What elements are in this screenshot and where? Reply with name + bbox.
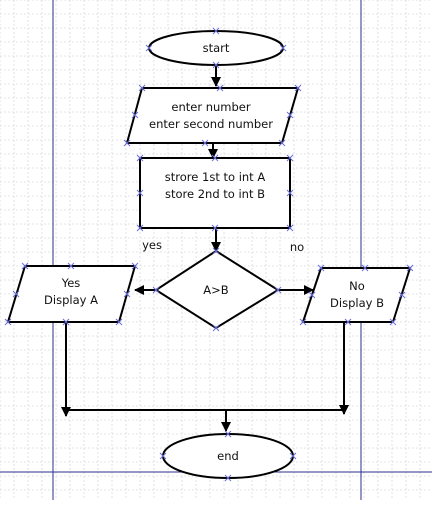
input-node[interactable]: enter number enter second number (125, 87, 300, 144)
no-output-node[interactable]: No Display B (301, 267, 412, 323)
anchor-mark (159, 452, 167, 460)
anchor-mark (286, 224, 294, 232)
no-output-label-line1: No (349, 279, 365, 293)
anchor-mark (286, 111, 294, 119)
anchor-marks (4, 27, 414, 482)
no-output-label-line2: Display B (330, 296, 384, 310)
decision-label: A>B (203, 283, 229, 297)
store-process-shape[interactable] (139, 157, 291, 229)
anchor-mark (138, 84, 146, 92)
yes-output-label-line2: Display A (44, 293, 98, 307)
anchor-mark (4, 318, 12, 326)
anchor-mark (131, 262, 139, 270)
anchor-mark (136, 224, 144, 232)
anchor-mark (406, 264, 414, 272)
anchor-mark (398, 291, 406, 299)
anchor-mark (62, 318, 70, 326)
no-edge-label: no (290, 240, 304, 254)
anchor-mark (216, 84, 224, 92)
anchor-mark (389, 318, 397, 326)
store-label-line2: store 2nd to int B (165, 187, 265, 201)
no-output-parallelogram-shape[interactable] (301, 267, 412, 323)
anchor-mark (278, 139, 286, 147)
store-label-line1: strore 1st to int A (165, 170, 266, 184)
anchor-mark (131, 111, 139, 119)
anchor-mark (67, 262, 75, 270)
anchor-mark (224, 474, 232, 482)
connectors (61, 66, 349, 432)
anchor-mark (212, 61, 220, 69)
anchor-mark (145, 44, 153, 52)
yes-output-label-line1: Yes (61, 276, 81, 290)
anchor-mark (212, 324, 220, 332)
start-label: start (203, 41, 230, 55)
anchor-mark (286, 154, 294, 162)
anchor-mark (289, 452, 297, 460)
anchor-mark (115, 318, 123, 326)
store-node[interactable]: strore 1st to int A store 2nd to int B (139, 157, 291, 229)
anchor-mark (12, 290, 20, 298)
anchor-mark (211, 154, 219, 162)
anchor-mark (211, 224, 219, 232)
anchor-mark (274, 286, 282, 294)
anchor-mark (123, 139, 131, 147)
input-parallelogram-shape[interactable] (125, 87, 300, 144)
anchor-mark (21, 262, 29, 270)
anchor-mark (294, 84, 302, 92)
end-node[interactable]: end (162, 433, 294, 479)
anchor-mark (152, 286, 160, 294)
anchor-mark (224, 430, 232, 438)
anchor-mark (308, 291, 316, 299)
anchor-mark (361, 264, 369, 272)
anchor-mark (212, 27, 220, 35)
yes-output-node[interactable]: Yes Display A (6, 265, 137, 323)
input-label-line2: enter second number (149, 117, 273, 131)
decision-node[interactable]: A>B (154, 249, 280, 330)
anchor-mark (201, 139, 209, 147)
input-label-line1: enter number (171, 100, 250, 114)
anchor-mark (123, 290, 131, 298)
start-node[interactable]: start (148, 30, 284, 66)
anchor-mark (212, 247, 220, 255)
anchor-mark (279, 44, 287, 52)
anchor-mark (136, 154, 144, 162)
anchor-mark (344, 318, 352, 326)
anchor-mark (299, 318, 307, 326)
anchor-mark (286, 189, 294, 197)
anchor-mark (136, 189, 144, 197)
anchor-mark (317, 264, 325, 272)
end-label: end (217, 449, 239, 463)
yes-edge-label: yes (142, 238, 162, 252)
